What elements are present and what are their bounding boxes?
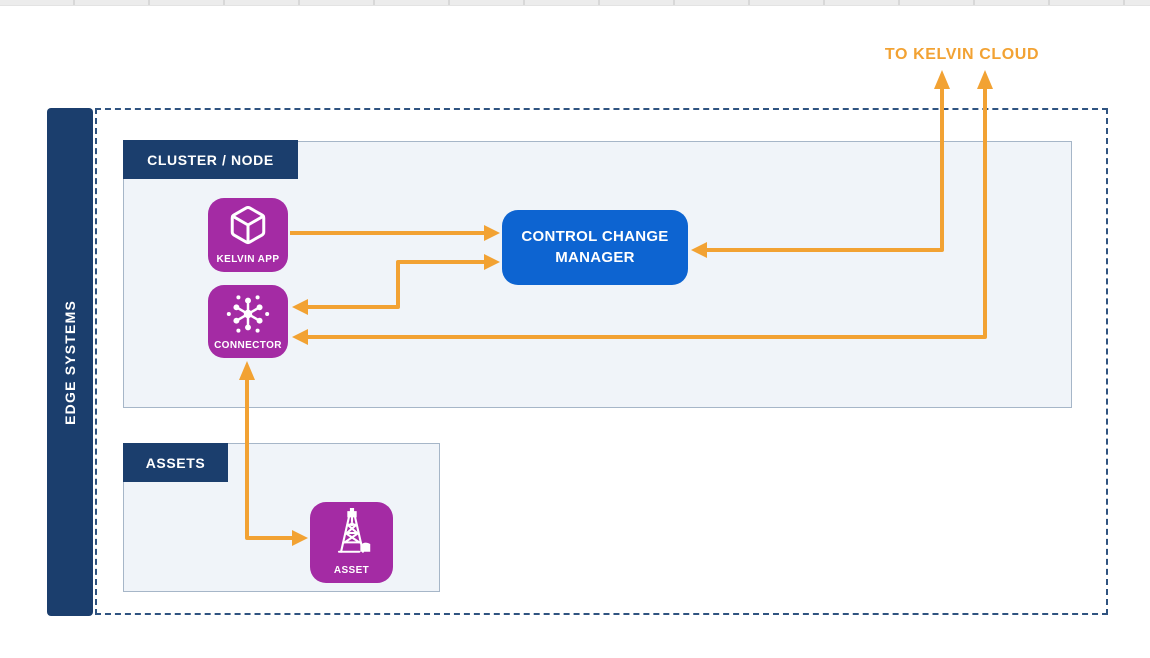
cube-icon xyxy=(230,206,266,245)
connector-node: CONNECTOR xyxy=(208,285,288,358)
edge-systems-label: EDGE SYSTEMS xyxy=(62,299,78,425)
top-window-edge xyxy=(0,0,1150,6)
oil-derrick-icon xyxy=(337,508,370,553)
kelvin-app-node: KELVIN APP xyxy=(208,198,288,272)
assets-badge: ASSETS xyxy=(123,443,228,482)
control-change-manager-node: CONTROL CHANGE MANAGER xyxy=(502,210,688,285)
cluster-node-badge: CLUSTER / NODE xyxy=(123,140,298,179)
asset-node: ASSET xyxy=(310,502,393,583)
kelvin-app-label: KELVIN APP xyxy=(216,254,280,265)
control-change-manager-label-line1: CONTROL CHANGE xyxy=(521,228,669,246)
connector-label: CONNECTOR xyxy=(214,340,282,351)
asset-label: ASSET xyxy=(333,565,370,576)
hub-icon xyxy=(226,295,270,333)
to-kelvin-cloud-label: TO KELVIN CLOUD xyxy=(884,46,1040,63)
edge-systems-bar: EDGE SYSTEMS xyxy=(47,108,93,616)
control-change-manager-label-line2: MANAGER xyxy=(555,248,635,266)
